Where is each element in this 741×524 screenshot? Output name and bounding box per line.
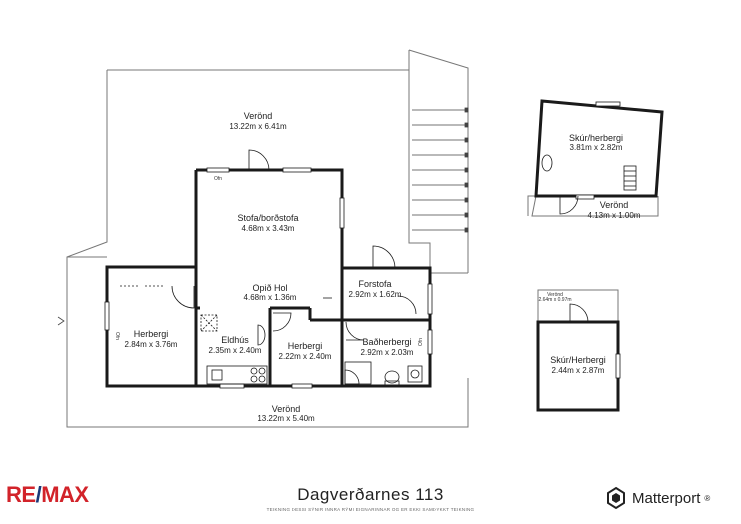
dim-herbergi-left: 2.84m x 3.76m [125,340,178,349]
label-herbergi-left: Herbergi [134,329,169,339]
disclaimer-note: TEIKNING ÞESSI SÝNIR INNRA RÝMI EIGNARIN… [266,507,475,512]
remax-logo: RE/MAX [6,482,89,507]
label-forstofa: Forstofa [358,279,391,289]
dim-veronda-small: 2.64m x 0.97m [538,297,571,303]
shed-bottom [536,289,621,412]
label-veronda-top: Verönd [244,111,273,121]
label-veronda-bottom: Verönd [272,404,301,414]
dim-forstofa: 2.92m x 1.62m [349,290,402,299]
dim-skur-bottom: 2.44m x 2.87m [552,366,605,375]
label-eldhus: Eldhús [221,335,249,345]
windows [104,167,433,389]
label-stofa: Stofa/borðstofa [237,213,298,223]
dim-badherbergi: 2.92m x 2.03m [361,348,414,357]
label-opid-hol: Opið Hol [252,283,287,293]
dim-eldhus: 2.35m x 2.40m [209,346,262,355]
label-herbergi-mid: Herbergi [288,341,323,351]
property-address: Dagverðarnes 113 [297,485,444,504]
label-ofn-top: Ofn [214,176,222,182]
deck-outline [66,49,469,428]
entry-arrow-icon [57,316,65,326]
label-ofn-left: Ofn [114,332,120,340]
dim-skur-top: 3.81m x 2.82m [570,143,623,152]
label-skur-top: Skúr/herbergi [569,133,623,143]
dim-veronda-top: 13.22m x 6.41m [229,122,287,131]
dim-veronda-bottom: 13.22m x 5.40m [257,414,315,423]
label-veronda-skur: Verönd [600,200,629,210]
dim-opid-hol: 4.68m x 1.36m [244,293,297,302]
matterport-wordmark: Matterport [632,489,701,507]
deck-stairs [412,107,469,233]
label-skur-bottom: Skúr/Herbergi [550,355,606,365]
matterport-registered: ® [704,493,711,503]
fixtures [200,297,423,386]
shed-top [527,99,664,217]
matterport-mark-icon [607,486,625,510]
matterport-logo: Matterport® [604,486,710,510]
dim-herbergi-mid: 2.22m x 2.40m [279,352,332,361]
label-badherbergi: Baðherbergi [362,337,411,347]
label-veronda-small: Verönd [547,292,563,298]
dim-veronda-skur: 4.13m x 1.00m [588,211,641,220]
label-ofn-bath: Ofn [418,338,424,346]
doors [120,149,417,341]
floor-plan: Verönd 13.22m x 6.41m Stofa/borðstofa 4.… [57,49,664,428]
dim-stofa: 4.68m x 3.43m [242,224,295,233]
